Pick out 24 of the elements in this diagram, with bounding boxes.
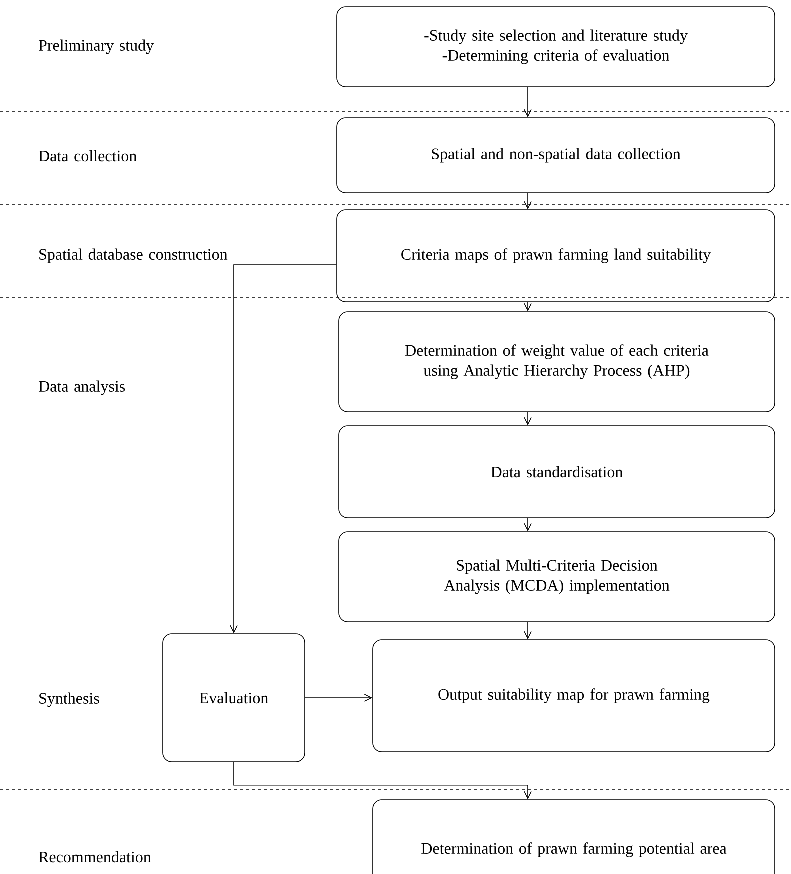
stage-label: Preliminary study <box>38 40 154 54</box>
process-box: Criteria maps of prawn farming land suitability <box>336 210 776 302</box>
arrow <box>524 302 532 312</box>
arrow <box>234 762 532 800</box>
stage-label: Recommendation <box>38 851 152 863</box>
arrow <box>524 622 532 640</box>
process-box: -Study site selection and literature study -Determining criteria of evaluation <box>336 6 776 88</box>
stage-label: Data collection <box>38 150 137 162</box>
process-box: Spatial and non-spatial data collection <box>336 118 776 194</box>
process-box: Data standardisation <box>338 426 776 518</box>
arrow <box>524 412 532 426</box>
process-box: Spatial Multi-Criteria Decision Analysis (MCDA) implementation <box>338 532 776 622</box>
process-box: Output suitability map for prawn farming <box>372 640 776 752</box>
process-box: Determination of weight value of each criteria using Analytic Hierarchy Process (AHP) <box>338 312 776 412</box>
arrow <box>305 694 373 702</box>
stage-label: Spatial database construction <box>40 248 228 264</box>
stage-label: Data analysis <box>38 380 126 396</box>
stage-label: Synthesis <box>40 692 100 708</box>
process-box: Evaluation <box>162 634 306 762</box>
arrow <box>524 518 532 532</box>
arrow <box>230 264 337 634</box>
arrow <box>524 87 532 118</box>
process-box: Determination of prawn farming potential area <box>372 800 776 874</box>
arrow <box>524 193 532 210</box>
